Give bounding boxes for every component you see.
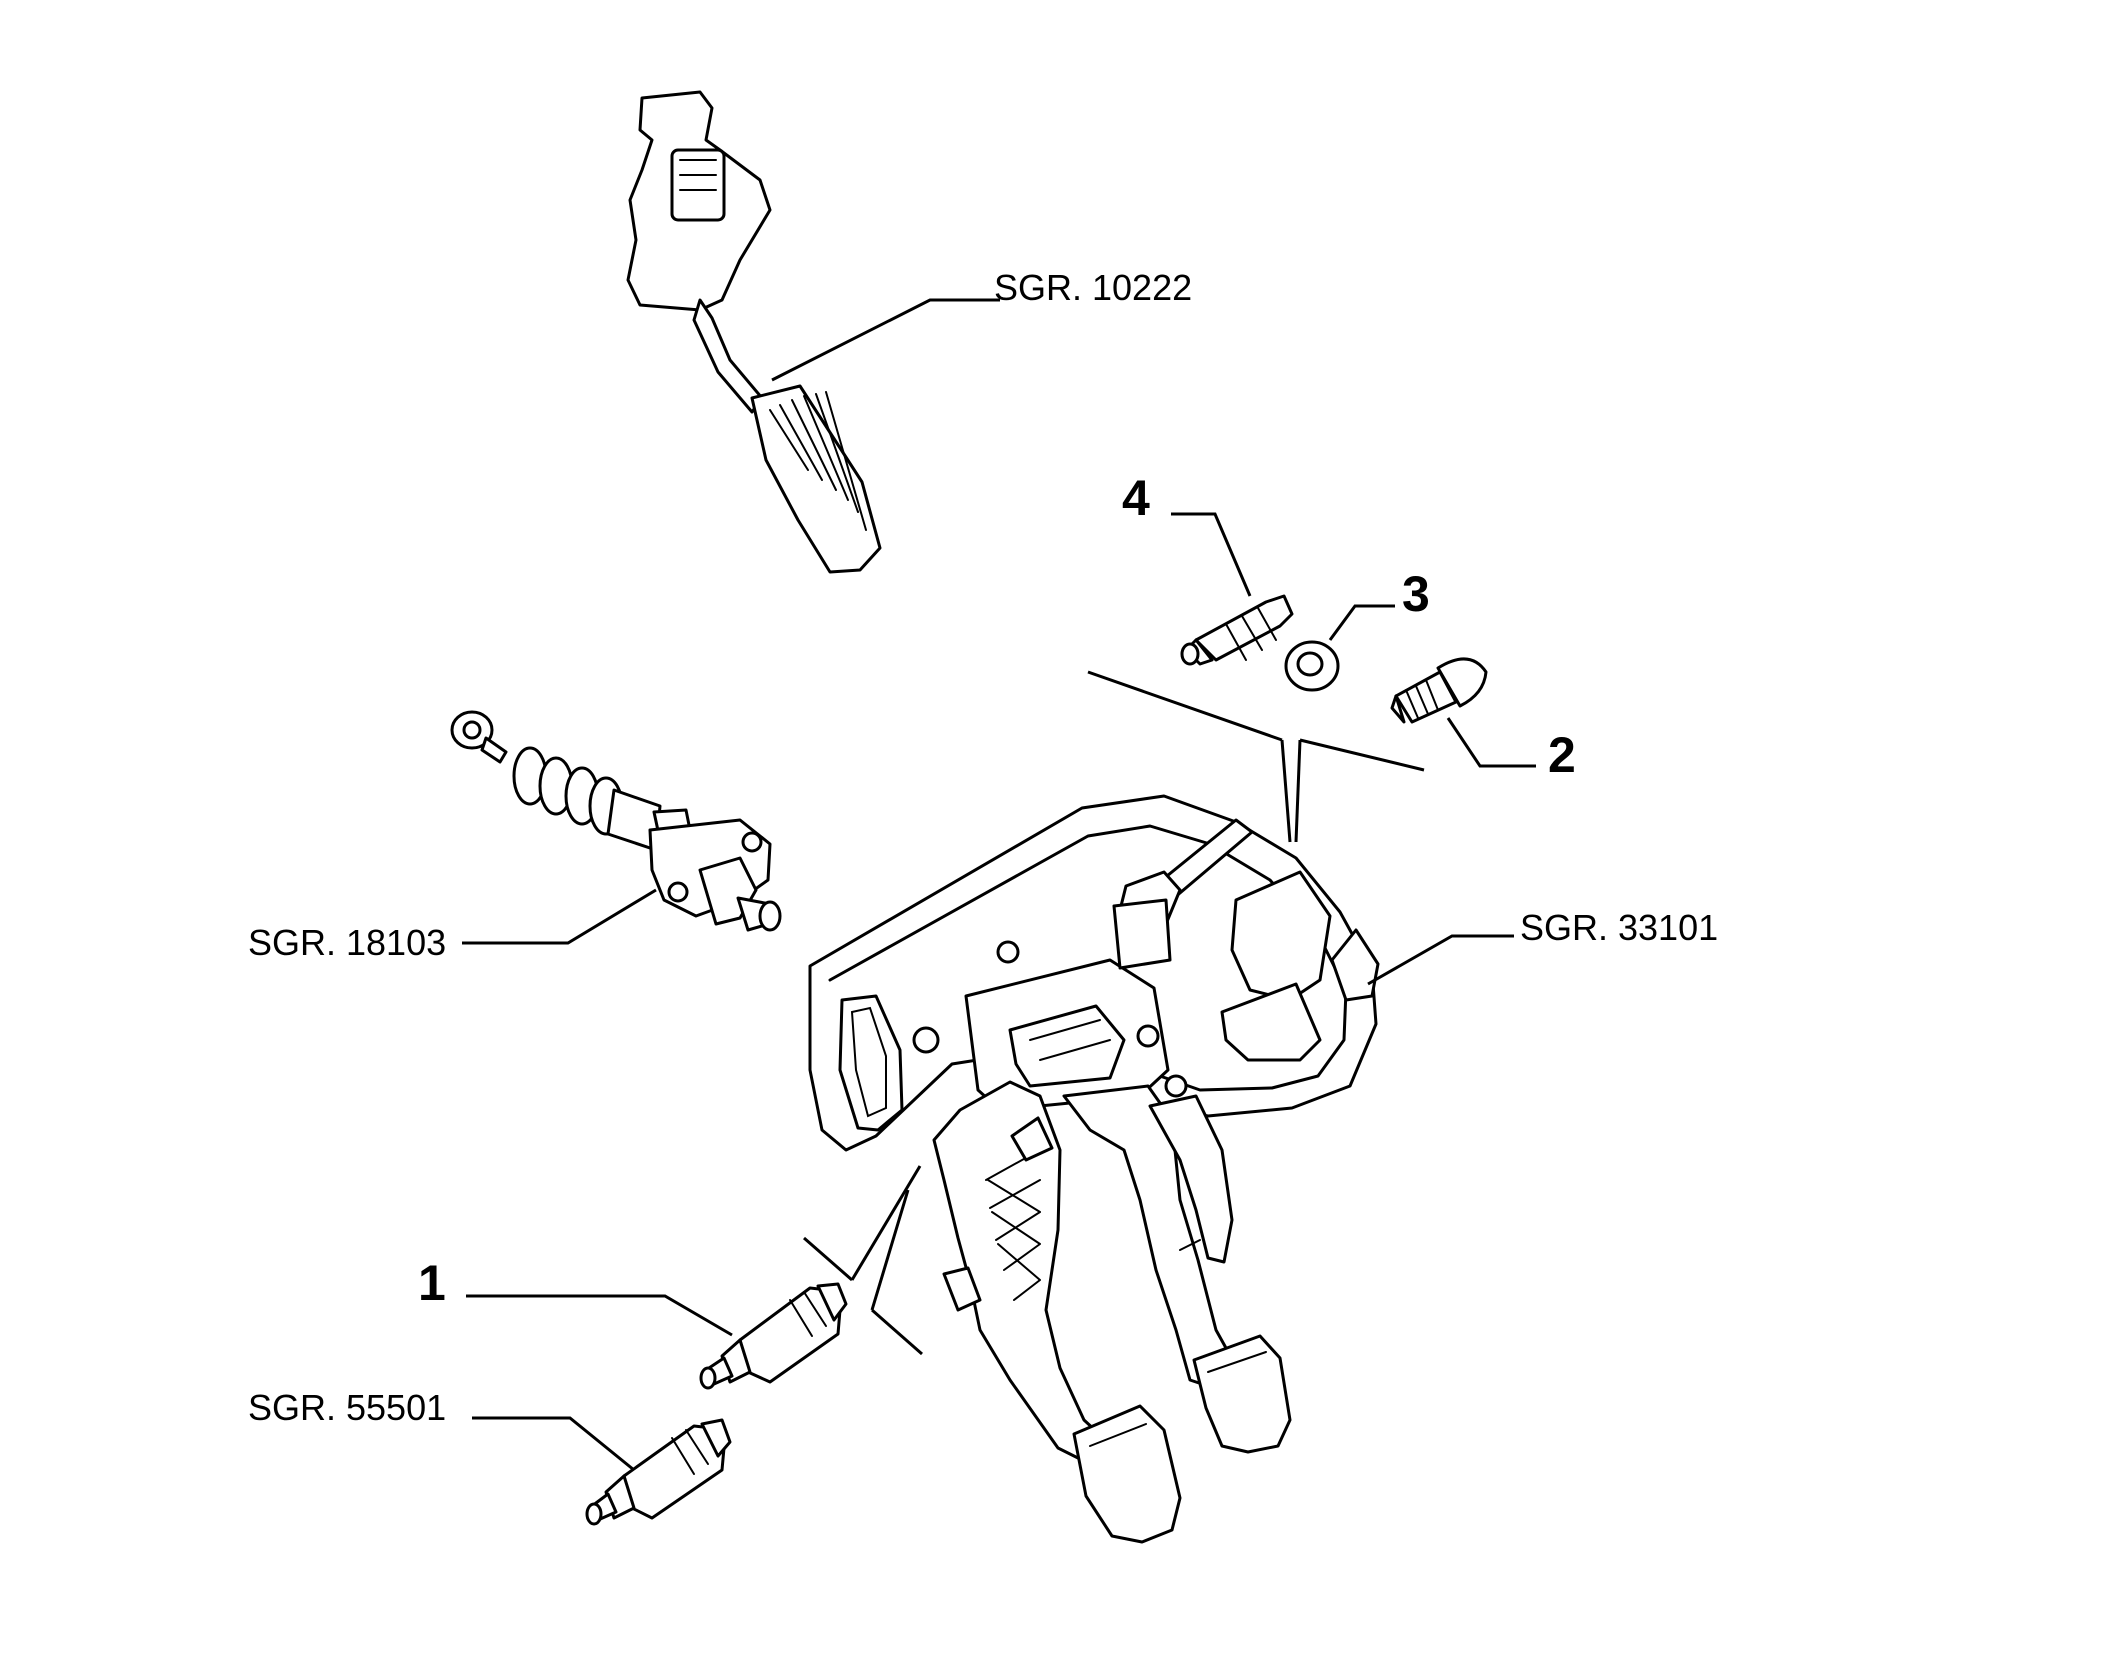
pedal-box-assembly[interactable]	[808, 794, 1380, 1544]
label-num-4: 4	[1122, 470, 1150, 526]
part-2-screw[interactable]	[1390, 657, 1488, 724]
label-sgr-10222: SGR. 10222	[994, 267, 1192, 308]
leader-num-2	[1446, 717, 1536, 768]
leader-sgr-33101	[1367, 934, 1514, 986]
leader-sgr-55501	[472, 1416, 635, 1472]
label-num-3: 3	[1402, 566, 1430, 622]
leader-sgr-10222	[771, 298, 1000, 382]
leader-num-4	[1171, 512, 1252, 597]
label-sgr-33101: SGR. 33101	[1520, 907, 1718, 948]
label-sgr-18103: SGR. 18103	[248, 922, 446, 963]
label-num-1: 1	[418, 1255, 446, 1311]
accelerator-pedal-assembly[interactable]	[626, 90, 882, 574]
clutch-master-cylinder[interactable]	[450, 710, 782, 932]
leader-sgr-18103	[462, 888, 657, 945]
part-4-pin[interactable]	[1180, 594, 1294, 666]
group-bracket-lower	[803, 1165, 923, 1356]
label-sgr-55501: SGR. 55501	[248, 1387, 446, 1428]
part-1-pedal-switch[interactable]	[699, 1282, 848, 1390]
stop-light-switch[interactable]	[585, 1418, 732, 1526]
part-3-nut[interactable]	[1284, 640, 1340, 692]
label-num-2: 2	[1548, 727, 1576, 783]
leader-num-3	[1328, 604, 1395, 641]
group-bracket-upper	[1087, 670, 1425, 843]
leader-num-1	[466, 1294, 733, 1337]
